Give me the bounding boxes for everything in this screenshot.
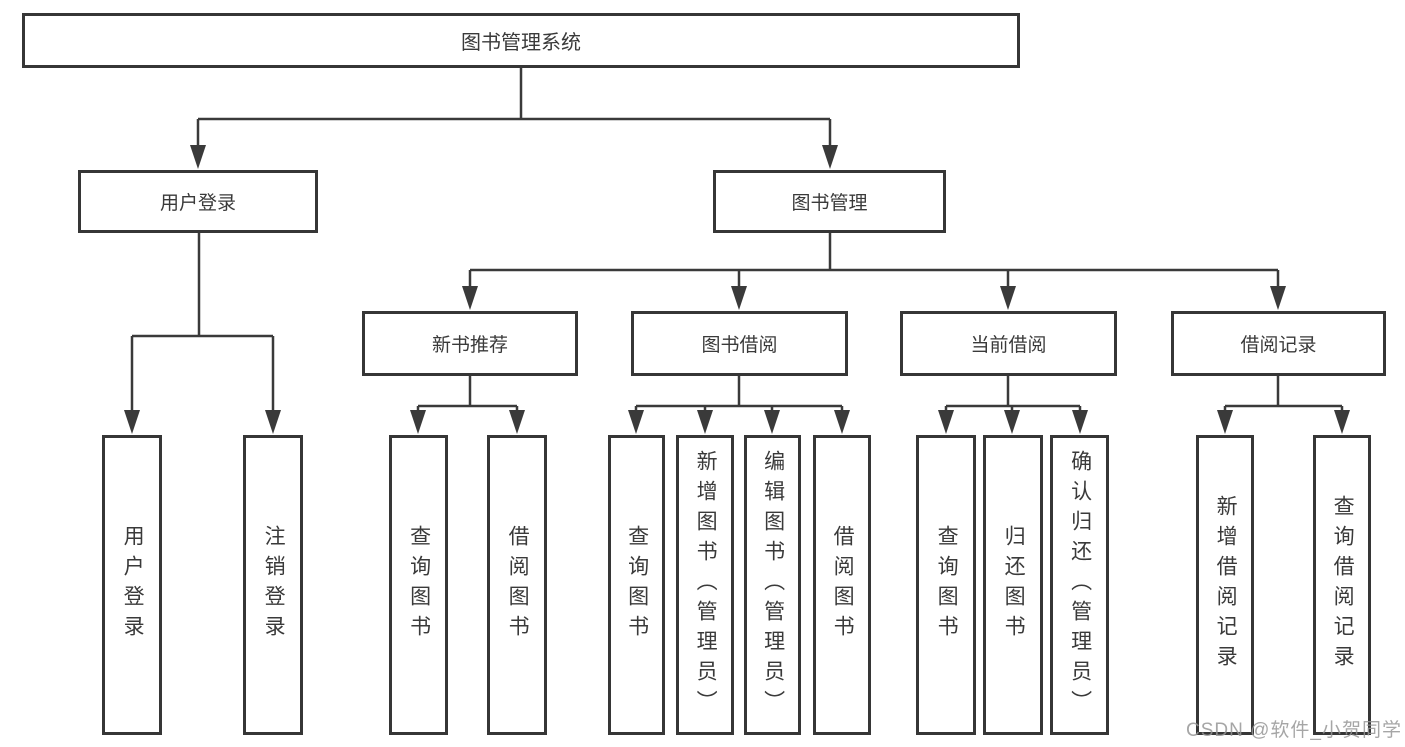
leaf-add-borrow-record: 新增借阅记录 [1196, 435, 1254, 735]
leaf-query-books-current-label: 查询图书 [935, 525, 959, 645]
connector-current-borrowing-to-leaves [938, 376, 1088, 434]
arrowhead [834, 410, 850, 434]
leaf-logout-label: 注销登录 [262, 525, 286, 645]
leaf-confirm-return-admin: 确认归还（管理员） [1050, 435, 1109, 735]
leaf-query-books-recommend-label: 查询图书 [407, 525, 431, 645]
leaf-add-borrow-record-label: 新增借阅记录 [1214, 495, 1238, 675]
leaf-return-books-label: 归还图书 [1002, 525, 1026, 645]
node-book-borrowing: 图书借阅 [631, 311, 848, 376]
arrowhead [124, 410, 140, 434]
leaf-borrow-books-recommend-label: 借阅图书 [506, 525, 530, 645]
leaf-return-books: 归还图书 [983, 435, 1043, 735]
arrowhead [462, 286, 478, 310]
connector-borrow-records-to-leaves [1217, 376, 1350, 434]
leaf-query-borrow-record-label: 查询借阅记录 [1331, 495, 1355, 675]
arrowhead [822, 145, 838, 169]
leaf-add-book-admin-label: 新增图书（管理员） [694, 450, 718, 720]
node-book-management: 图书管理 [713, 170, 946, 233]
arrowhead [1270, 286, 1286, 310]
arrowhead [1004, 410, 1020, 434]
arrowhead [1000, 286, 1016, 310]
leaf-query-books-borrowing: 查询图书 [608, 435, 665, 735]
leaf-query-borrow-record: 查询借阅记录 [1313, 435, 1371, 735]
arrowhead [410, 410, 426, 434]
node-new-book-recommend-label: 新书推荐 [431, 335, 508, 356]
connector-book-borrowing-to-leaves [628, 376, 850, 434]
arrowhead [190, 145, 206, 169]
arrowhead [265, 410, 281, 434]
arrowhead [938, 410, 954, 434]
node-new-book-recommend: 新书推荐 [362, 311, 578, 376]
node-borrow-records-label: 借阅记录 [1240, 335, 1317, 356]
leaf-user-login: 用户登录 [102, 435, 162, 735]
node-current-borrowing-label: 当前借阅 [970, 335, 1047, 356]
node-library-system-label: 图书管理系统 [461, 32, 581, 54]
leaf-add-book-admin: 新增图书（管理员） [676, 435, 734, 735]
leaf-borrow-books-recommend: 借阅图书 [487, 435, 547, 735]
leaf-edit-book-admin: 编辑图书（管理员） [744, 435, 801, 735]
node-book-management-label: 图书管理 [791, 193, 868, 214]
arrowhead [764, 410, 780, 434]
leaf-query-books-borrowing-label: 查询图书 [625, 525, 649, 645]
arrowhead [1217, 410, 1233, 434]
node-current-borrowing: 当前借阅 [900, 311, 1117, 376]
leaf-borrow-books-borrowing: 借阅图书 [813, 435, 871, 735]
csdn-watermark: CSDN @软件_小贺同学 [1186, 720, 1402, 741]
leaf-logout: 注销登录 [243, 435, 303, 735]
leaf-confirm-return-admin-label: 确认归还（管理员） [1068, 450, 1092, 720]
arrowhead [509, 410, 525, 434]
leaf-edit-book-admin-label: 编辑图书（管理员） [761, 450, 785, 720]
connector-root-to-level2 [190, 68, 838, 169]
arrowhead [628, 410, 644, 434]
connector-user-login-to-leaves [124, 233, 281, 434]
node-borrow-records: 借阅记录 [1171, 311, 1386, 376]
arrowhead [1334, 410, 1350, 434]
arrowhead [1072, 410, 1088, 434]
node-book-borrowing-label: 图书借阅 [701, 335, 778, 356]
node-user-login: 用户登录 [78, 170, 318, 233]
arrowhead [697, 410, 713, 434]
leaf-query-books-current: 查询图书 [916, 435, 976, 735]
arrowhead [731, 286, 747, 310]
node-library-system: 图书管理系统 [22, 13, 1020, 68]
leaf-user-login-label: 用户登录 [121, 525, 145, 645]
leaf-borrow-books-borrowing-label: 借阅图书 [831, 525, 855, 645]
connector-book-management-to-level3 [462, 233, 1286, 310]
connector-new-book-recommend-to-leaves [410, 376, 525, 434]
leaf-query-books-recommend: 查询图书 [389, 435, 448, 735]
node-user-login-label: 用户登录 [159, 193, 236, 214]
